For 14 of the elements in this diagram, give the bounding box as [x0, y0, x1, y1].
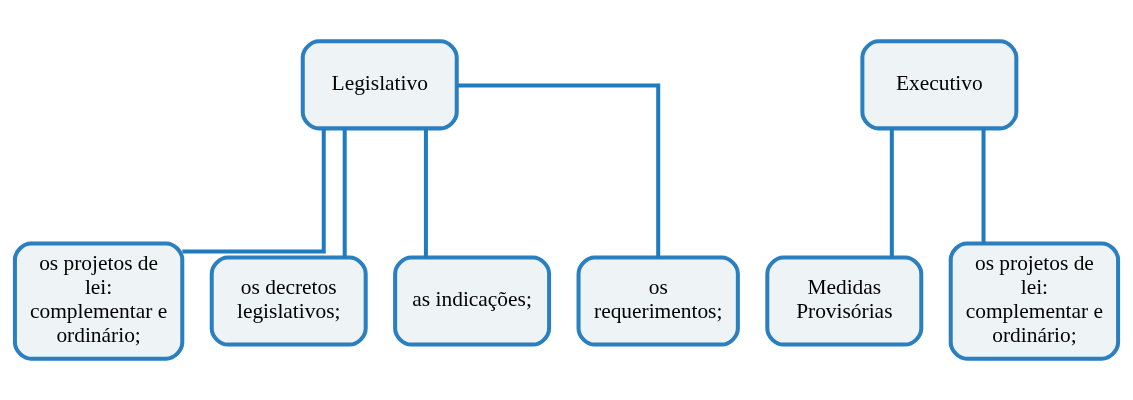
node-box: os projetos de lei: complementar e ordinário; [948, 241, 1121, 361]
connector [889, 128, 894, 258]
node-box: as indicações; [393, 255, 552, 347]
connector [342, 128, 347, 258]
node-box: os decretos legislativos; [209, 255, 368, 347]
connector [182, 128, 326, 254]
connector [981, 128, 986, 244]
node-box: os projetos de lei: complementar e ordinário; [12, 241, 185, 361]
connector [456, 83, 661, 258]
node-box: Legislativo [300, 39, 459, 131]
node-box: Medidas Provisórias [765, 255, 924, 347]
node-box: Executivo [860, 39, 1019, 131]
node-box: os requerimentos; [576, 255, 740, 347]
connector [423, 128, 428, 258]
